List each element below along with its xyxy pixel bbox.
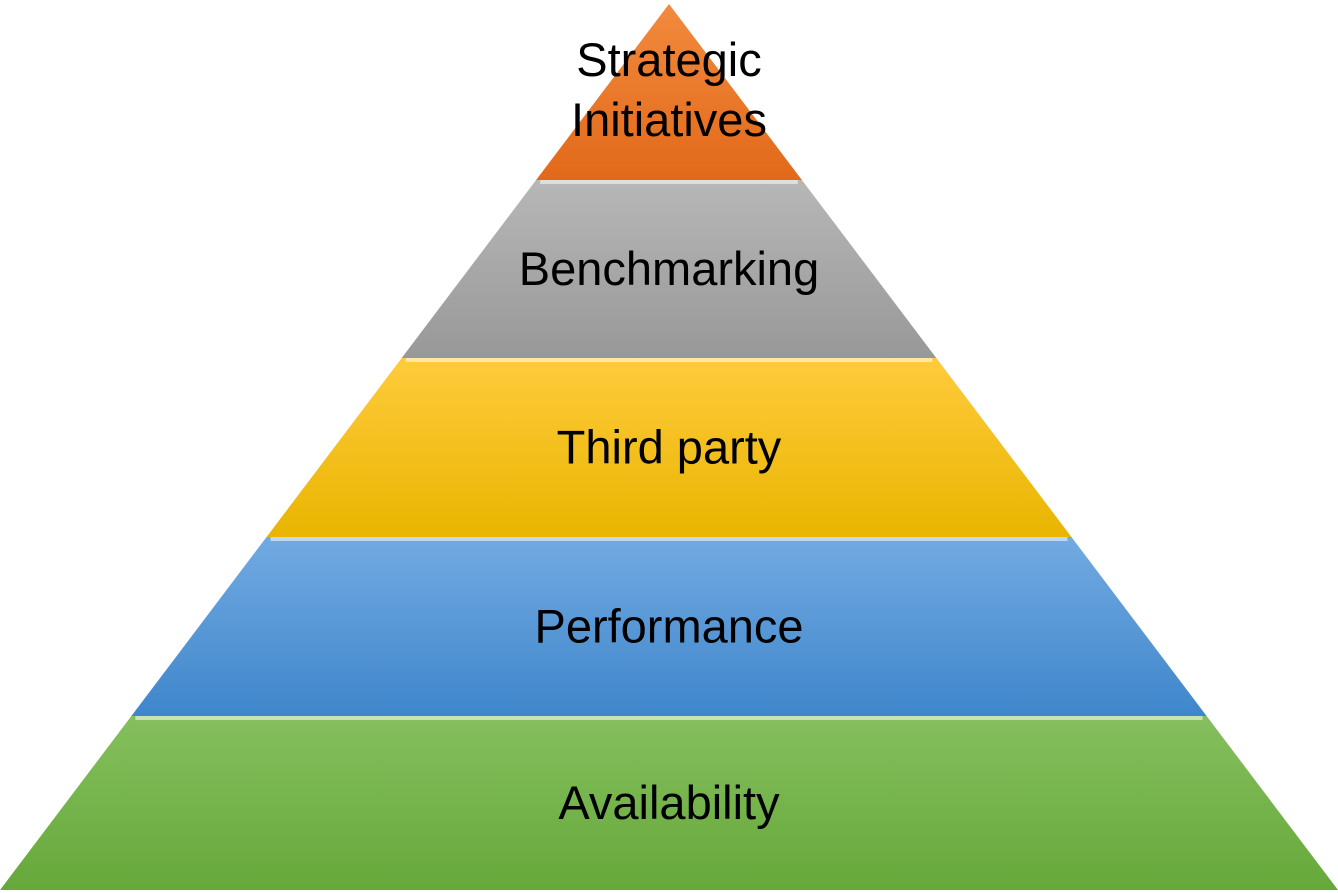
tier-label-third-party: Third party — [557, 421, 782, 474]
tier-benchmarking — [401, 180, 937, 358]
tier-performance — [131, 537, 1207, 716]
tier-label-strategic-initiatives-line-1: Strategic — [576, 33, 761, 86]
tier-label-performance: Performance — [534, 600, 803, 653]
tier-label-benchmarking: Benchmarking — [519, 242, 819, 295]
tier-strategic-initiatives — [536, 4, 802, 180]
tier-third-party — [266, 358, 1072, 537]
tier-label-availability: Availability — [558, 776, 780, 829]
tier-label-strategic-initiatives-line-2: Initiatives — [571, 93, 767, 146]
tier-availability — [0, 716, 1338, 890]
